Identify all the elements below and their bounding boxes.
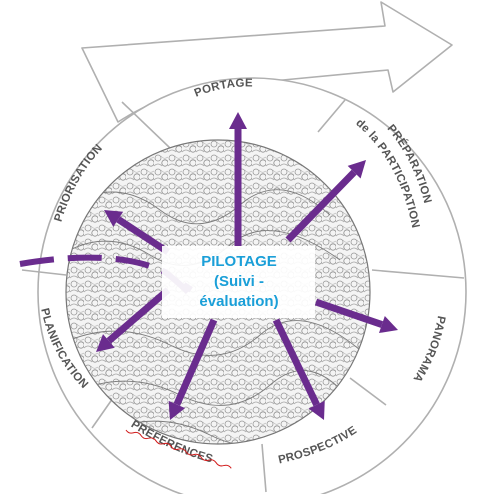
spellcheck-underline	[125, 429, 232, 469]
arrow-group	[96, 112, 398, 420]
center-subtitle-2: évaluation)	[199, 293, 278, 310]
center-box: PILOTAGE (Suivi - évaluation)	[162, 246, 315, 318]
arrow-to-preparation	[285, 160, 366, 243]
arrow-to-priorisation	[104, 210, 170, 255]
arrow-to-panorama	[314, 298, 398, 334]
arrow-to-preferences	[168, 318, 218, 420]
center-title: PILOTAGE	[201, 253, 277, 270]
center-subtitle-1: (Suivi -	[214, 273, 264, 290]
arrow-to-prospective	[272, 318, 325, 420]
arrow-to-planification	[96, 287, 171, 352]
arrow-to-portage	[229, 112, 247, 246]
